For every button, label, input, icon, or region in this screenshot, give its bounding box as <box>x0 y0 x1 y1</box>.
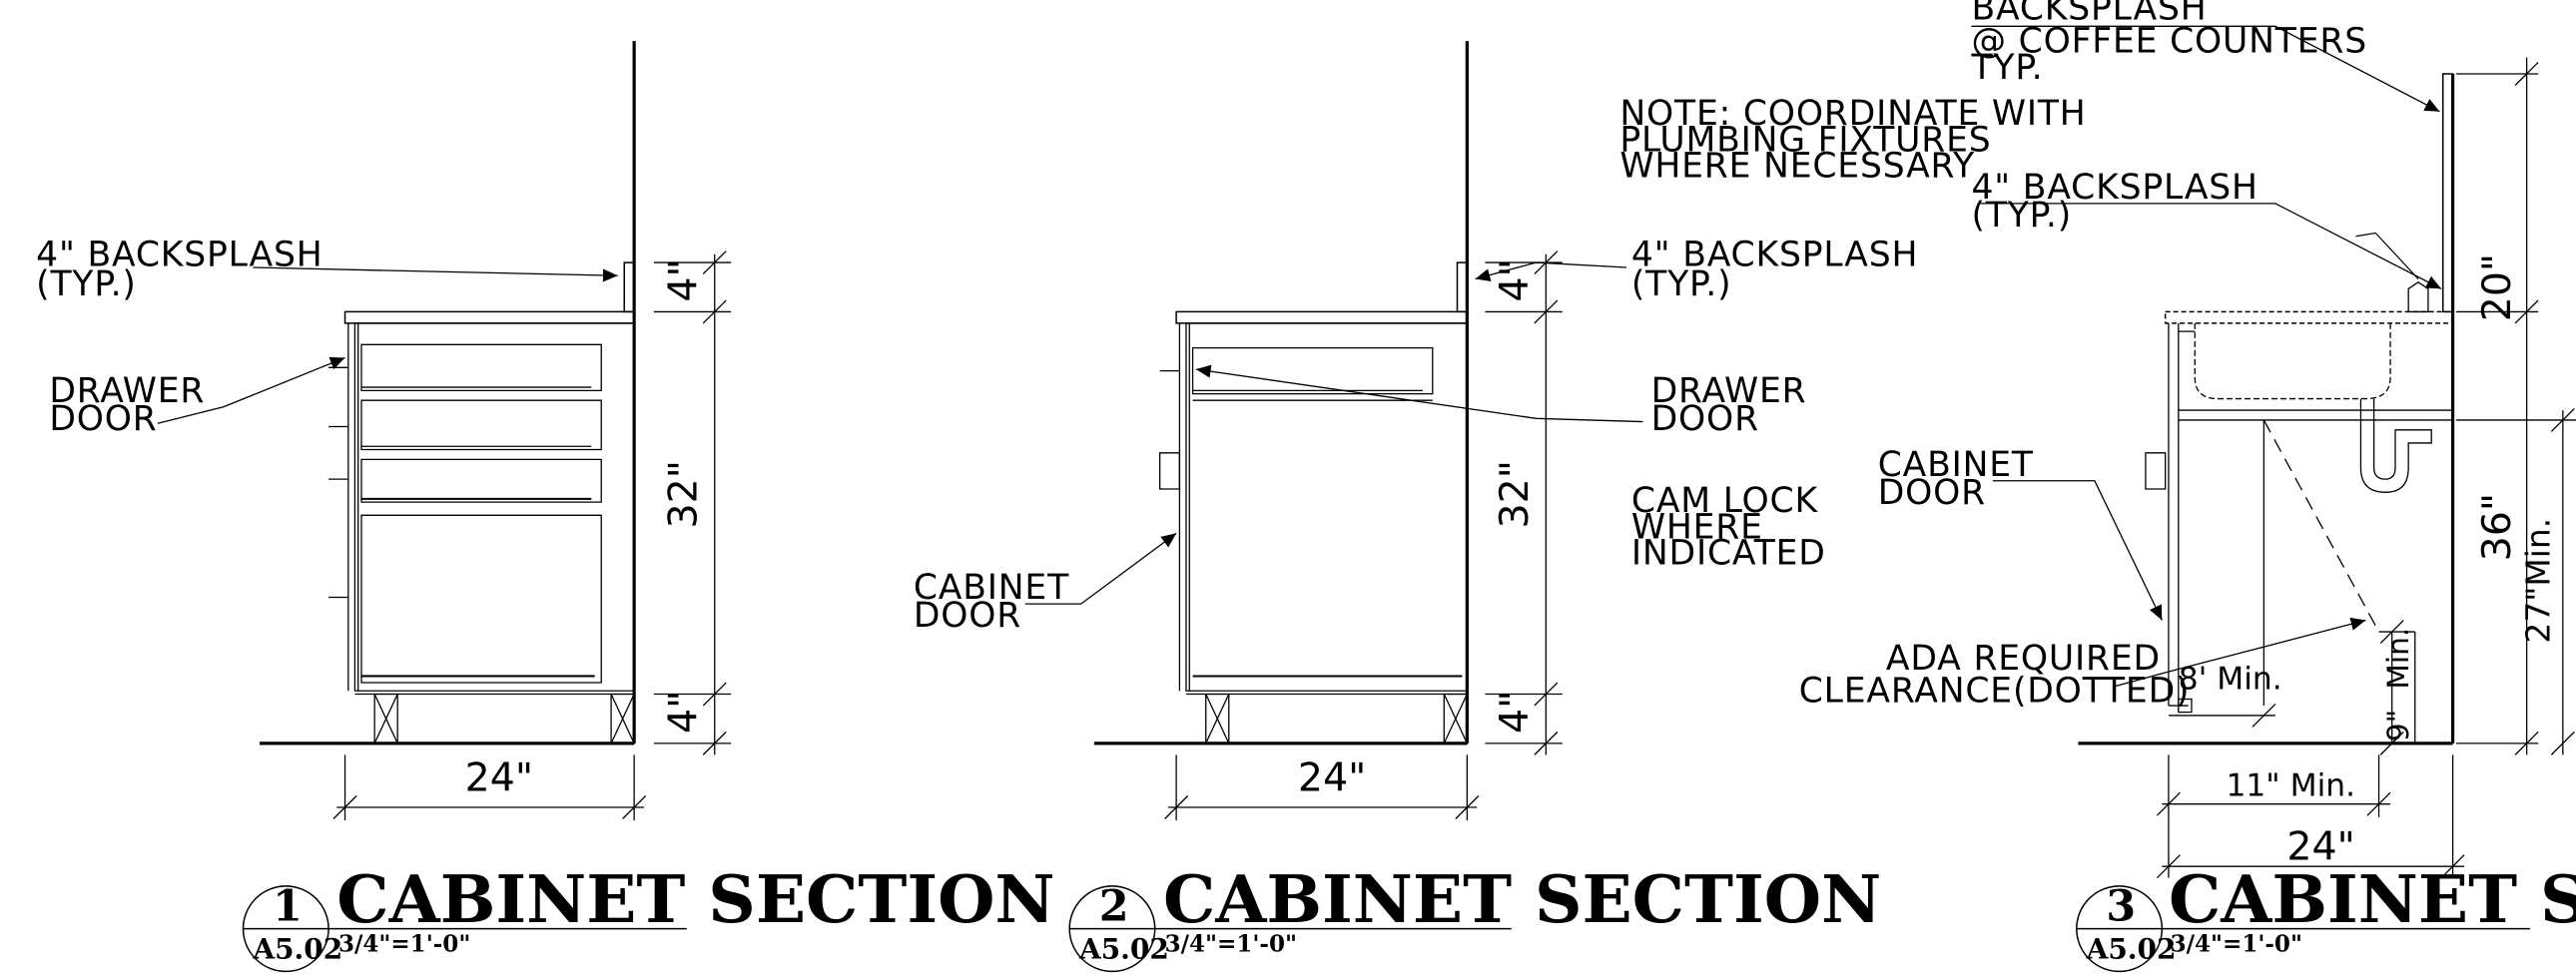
sheet-number: A5.02 <box>252 932 342 965</box>
section-number: 1 <box>273 881 303 931</box>
note-line-1: NOTE: COORDINATE WITH <box>1619 94 2086 134</box>
cabinet-box <box>354 323 634 691</box>
backsplash-leader <box>1476 262 1626 282</box>
section-title: CABINET SECTION <box>336 860 1054 938</box>
backsplash-label: 4" BACKSPLASH <box>1971 168 2257 208</box>
section-1-text: 4" BACKSPLASH (TYP.) DRAWER DOOR 4" 32" … <box>36 235 706 800</box>
dim-width: 24" <box>465 755 533 801</box>
cabinet-label: CABINET <box>914 568 1069 608</box>
cabinet-door-leader <box>1025 533 1176 604</box>
drawer-label: DRAWER <box>49 371 205 411</box>
drawer-label: DRAWER <box>1651 371 1807 411</box>
section-title: CABINET SECTION <box>2169 860 2576 938</box>
dim-mid-min: Min. <box>2381 628 2415 690</box>
ada-leader <box>2116 617 2365 687</box>
lower-door-box <box>361 515 601 683</box>
section-title: CABINET SECTION <box>1163 860 1881 938</box>
dim-width: 24" <box>2286 824 2354 870</box>
countertop <box>345 311 635 323</box>
sheet-number: A5.02 <box>2086 932 2177 965</box>
ada-label-1: ADA REQUIRED <box>1886 639 2161 679</box>
backsplash-label: 4" BACKSPLASH <box>36 235 322 274</box>
dim-total: 36" <box>2474 493 2520 561</box>
section-scale: 3/4"=1'-0" <box>1165 931 1297 958</box>
section-number: 3 <box>2106 881 2136 931</box>
faucet <box>2408 282 2428 312</box>
drawer-3 <box>361 459 601 502</box>
sink-bowl <box>2195 323 2390 399</box>
drawer-leader <box>1196 364 1643 422</box>
dim-top: 4" <box>1492 258 1538 301</box>
cabinet-door-leader <box>1993 481 2162 621</box>
drawer <box>1193 348 1433 394</box>
coffee-backsplash-leader <box>1971 26 2439 112</box>
dim-toe-height: 9" <box>2381 710 2415 741</box>
camlock-line-1: CAM LOCK <box>1631 481 1819 521</box>
section-2 <box>1025 41 1643 820</box>
note-line-3: WHERE NECESSARY <box>1619 147 1975 187</box>
section-scale: 3/4"=1'-0" <box>338 931 470 958</box>
camlock-line-2: WHERE <box>1631 507 1763 547</box>
dim-middle: 32" <box>1492 460 1538 528</box>
dim-bottom: 4" <box>1492 691 1538 734</box>
note-line-2: PLUMBING FIXTURES <box>1619 120 1991 160</box>
cabinet-box <box>1186 323 1467 691</box>
dim-knee: 27"Min. <box>2519 518 2558 644</box>
backsplash-leader <box>1978 204 2441 289</box>
backsplash-label-typ: (TYP.) <box>1971 196 2072 236</box>
title-block-3: 3 A5.02 CABINET SECTION 3/4"=1'-0" <box>2077 860 2576 971</box>
section-1 <box>158 41 731 820</box>
dim-bottom: 4" <box>661 691 707 734</box>
ada-clearance <box>2263 420 2378 632</box>
dim-eleven: 11" Min. <box>2227 767 2356 803</box>
backsplash-leader <box>253 267 617 282</box>
title-block-1: 1 A5.02 CABINET SECTION 3/4"=1'-0" <box>244 860 1055 971</box>
coffee-label-2: TYP. <box>1970 48 2043 88</box>
drawer-1 <box>361 344 601 390</box>
drawer-2 <box>361 400 601 449</box>
section-3-text: BACKSPLASH @ COFFEE COUNTERS TYP. 4" BAC… <box>1799 0 2558 870</box>
title-block-2: 2 A5.02 CABINET SECTION 3/4"=1'-0" <box>1069 860 1881 971</box>
section-number: 2 <box>1099 881 1129 931</box>
backsplash-label-typ: (TYP.) <box>36 264 137 304</box>
dim-width: 24" <box>1298 755 1366 801</box>
sink-drain <box>2360 399 2431 493</box>
backsplash-label-typ: (TYP.) <box>1631 264 1732 304</box>
dim-toe-depth: 8' Min. <box>2179 662 2282 698</box>
dim-middle: 32" <box>661 460 707 528</box>
cabinet-label: CABINET <box>1878 445 2034 485</box>
door-label: DOOR <box>49 399 157 439</box>
countertop <box>2166 311 2453 323</box>
backsplash-label: 4" BACKSPLASH <box>1631 235 1918 274</box>
section-scale: 3/4"=1'-0" <box>2171 931 2302 958</box>
camlock-line-3: INDICATED <box>1631 534 1826 574</box>
drawer-leader <box>158 357 345 423</box>
cabinet-door-label: DOOR <box>914 596 1021 636</box>
sheet-number: A5.02 <box>1078 932 1169 965</box>
door-label: DOOR <box>1651 399 1759 439</box>
coffee-label-1: @ COFFEE COUNTERS <box>1971 22 2366 62</box>
countertop <box>1176 311 1467 323</box>
section-3 <box>1971 26 2576 877</box>
ada-label-2: CLEARANCE(DOTTED) <box>1799 672 2191 712</box>
cabinet-door-label: DOOR <box>1878 473 1986 513</box>
dim-upper: 20" <box>2474 253 2520 321</box>
section-2-text: NOTE: COORDINATE WITH PLUMBING FIXTURES … <box>914 94 2086 801</box>
coffee-label-0: BACKSPLASH <box>1971 0 2207 29</box>
dim-top: 4" <box>661 258 707 301</box>
